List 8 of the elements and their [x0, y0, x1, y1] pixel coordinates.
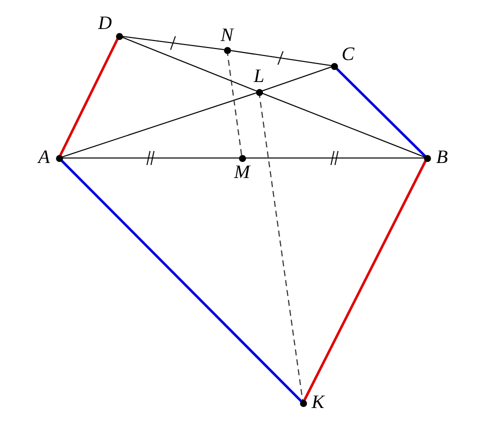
point-label: C: [340, 45, 356, 65]
point-label: B: [435, 148, 449, 168]
point-label: L: [252, 67, 266, 87]
point-label: A: [36, 148, 51, 168]
point-label: N: [220, 26, 236, 46]
point-label: M: [233, 163, 252, 183]
point-label: K: [310, 393, 326, 413]
point-label: D: [97, 14, 113, 34]
